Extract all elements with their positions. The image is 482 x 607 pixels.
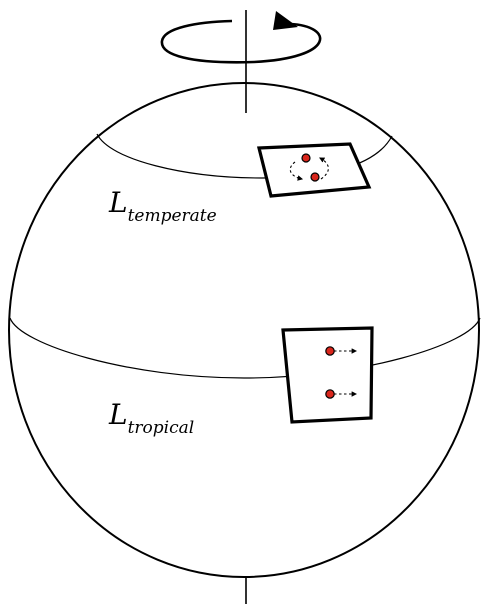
rotation-arrow-icon [160, 19, 322, 64]
air-parcel-dot [310, 172, 320, 182]
tropical-label: Ltropical [108, 398, 194, 438]
tropical-label-subscript: tropical [128, 418, 195, 438]
planet-sphere [8, 82, 480, 578]
temperate-label-main: L [108, 186, 128, 219]
air-parcel-dot [325, 346, 335, 356]
dashed-arrow-icon [325, 346, 358, 356]
air-parcel-dot [301, 153, 311, 163]
temperate-label: Ltemperate [108, 186, 217, 226]
dashed-arrow-icon [325, 389, 358, 399]
rotation-arrowhead [273, 11, 298, 30]
temperate-patch [256, 142, 372, 198]
tropical-label-main: L [108, 398, 128, 431]
temperate-latitude-line [96, 133, 393, 179]
temperate-label-subscript: temperate [128, 206, 217, 226]
circular-flow-icon [289, 153, 329, 182]
tropical-latitude-line [9, 317, 481, 379]
air-parcel-dot [325, 389, 335, 399]
tropical-patch [281, 326, 374, 424]
